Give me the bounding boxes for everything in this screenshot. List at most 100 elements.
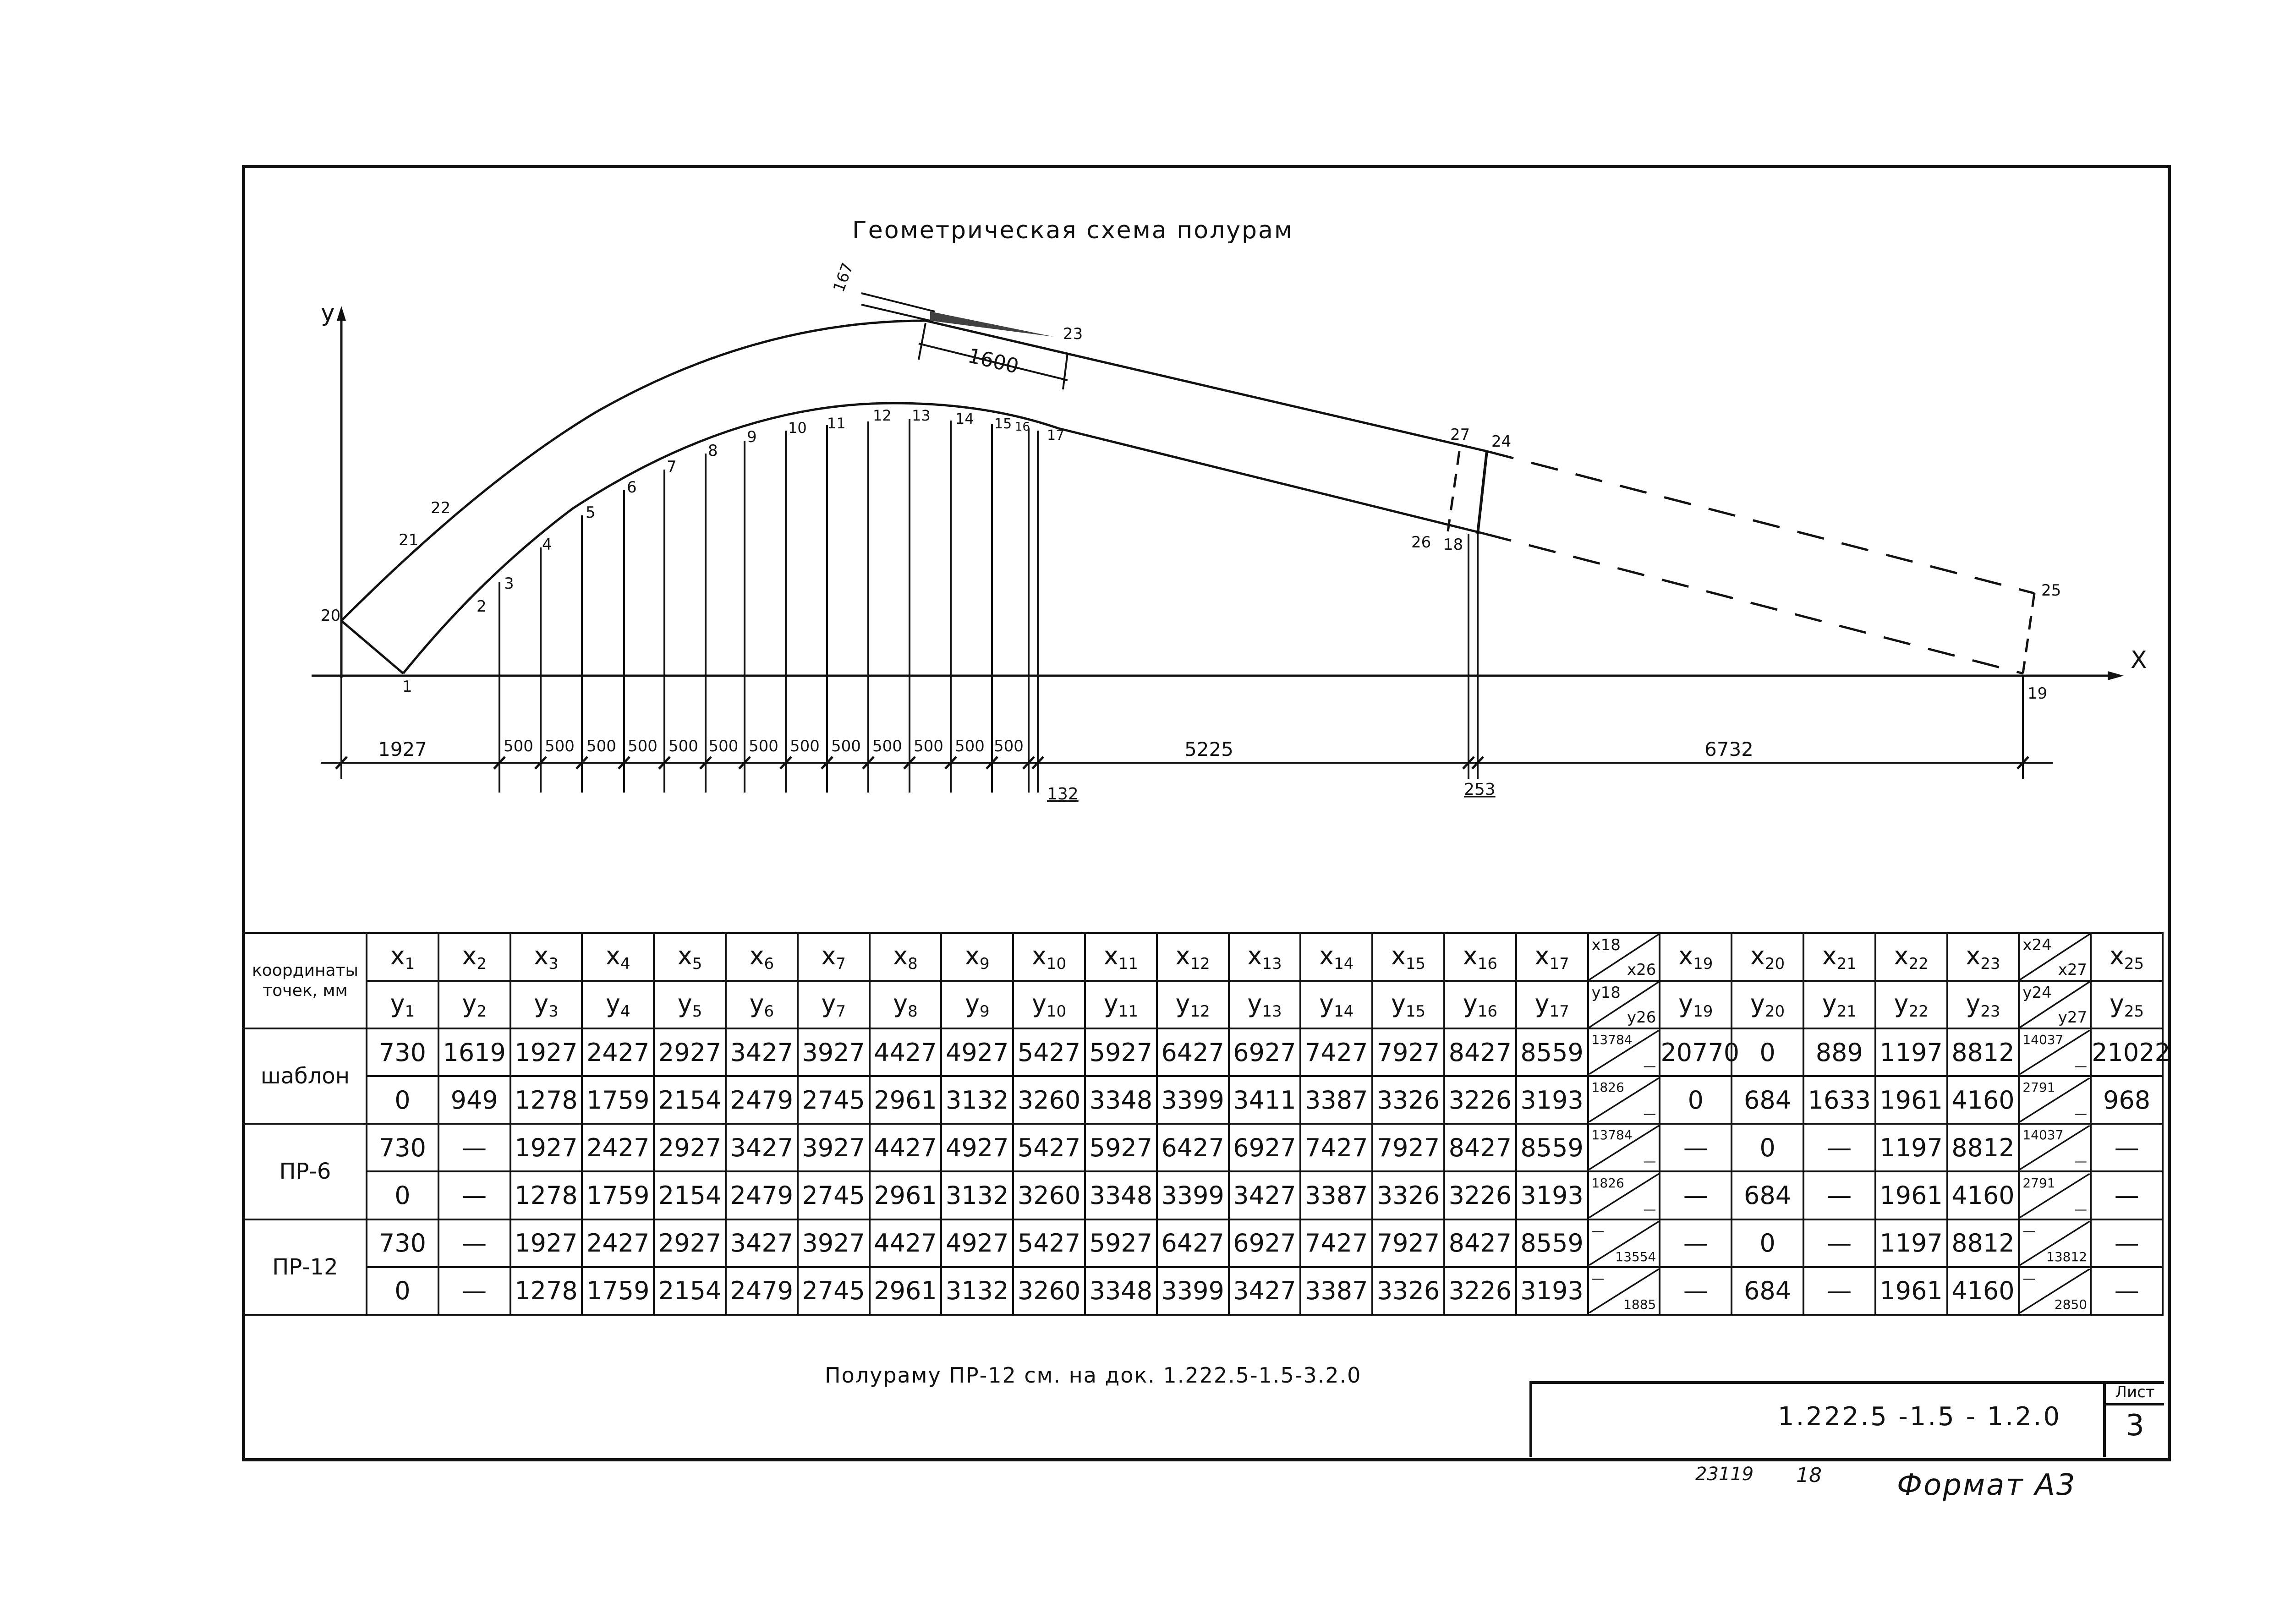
y-header-3: y3 [509, 980, 583, 1029]
dim-tick [335, 756, 348, 770]
dim-tick [903, 756, 916, 770]
cell-x21: — [1802, 1123, 1876, 1173]
cell-x15: 7927 [1371, 1027, 1445, 1077]
geometric-scheme: Геометрическая схема полурам y X 1 2 3 4… [312, 217, 2147, 804]
dim-5225: 5225 [1184, 738, 1233, 760]
cell-x7: 3927 [796, 1218, 871, 1268]
cell-x23: 8812 [1946, 1218, 2020, 1268]
cell-x12: 6427 [1156, 1218, 1230, 1268]
dim-500: 500 [709, 737, 739, 755]
cell-y14: 3387 [1299, 1170, 1374, 1220]
cell-x17: 8559 [1515, 1123, 1589, 1173]
cell-x11: 5927 [1084, 1218, 1158, 1268]
cell-x1: 730 [366, 1027, 439, 1077]
cell-x18: —13554 [1587, 1218, 1661, 1268]
cell-y23: 4160 [1946, 1266, 2020, 1316]
cell-x15: 7927 [1371, 1123, 1445, 1173]
cell-y16: 3226 [1443, 1170, 1517, 1220]
sheet-cell: Лист 3 [2103, 1381, 2164, 1457]
cell-y17: 3193 [1515, 1266, 1589, 1316]
point-10: 10 [788, 419, 807, 437]
x-header-21: x21 [1802, 932, 1876, 982]
cell-y25: — [2090, 1170, 2164, 1220]
cell-x13: 6927 [1227, 1218, 1302, 1268]
point-22: 22 [431, 499, 450, 517]
dim-167-line-a [861, 292, 935, 312]
y-header-6: y6 [724, 980, 799, 1029]
cell-x17: 8559 [1515, 1027, 1589, 1077]
cell-y24: 2791— [2018, 1170, 2092, 1220]
cell-x19: — [1659, 1123, 1733, 1173]
x-header-11: x11 [1084, 932, 1158, 982]
cell-y23: 4160 [1946, 1075, 2020, 1125]
x-header-4: x4 [581, 932, 655, 982]
cell-x5: 2927 [653, 1218, 727, 1268]
x-header-10: x10 [1012, 932, 1086, 982]
cell-x10: 5427 [1012, 1027, 1086, 1077]
y-header-22: y22 [1874, 980, 1948, 1029]
cell-y23: 4160 [1946, 1170, 2020, 1220]
cell-x13: 6927 [1227, 1027, 1302, 1077]
cell-y6: 2479 [724, 1170, 799, 1220]
cell-x9: 4927 [940, 1027, 1014, 1077]
cell-x16: 8427 [1443, 1218, 1517, 1268]
cell-y7: 2745 [796, 1075, 871, 1125]
cell-y15: 3326 [1371, 1075, 1445, 1125]
point-6: 6 [627, 478, 637, 497]
cell-x21: 889 [1802, 1027, 1876, 1077]
x-header-3: x3 [509, 932, 583, 982]
cell-x4: 2427 [581, 1218, 655, 1268]
row-label: ПР-6 [243, 1123, 367, 1220]
cell-x8: 4427 [868, 1123, 942, 1173]
dim-tick [534, 756, 547, 770]
dim-1600-line [918, 343, 1068, 381]
cell-y12: 3399 [1156, 1075, 1230, 1125]
cell-x19: 20770 [1659, 1027, 1739, 1077]
cell-y18: 1826— [1587, 1170, 1661, 1220]
dashed-top [1486, 450, 2035, 595]
dim-500: 500 [628, 737, 658, 755]
cell-y22: 1961 [1874, 1170, 1948, 1220]
cell-x14: 7427 [1299, 1218, 1374, 1268]
dim-500: 500 [790, 737, 820, 755]
cell-x17: 8559 [1515, 1218, 1589, 1268]
cell-x2: — [437, 1218, 511, 1268]
cell-y2: — [437, 1266, 511, 1316]
dim-tick [493, 756, 506, 770]
cell-y10: 3260 [1012, 1075, 1086, 1125]
x-header-1: x1 [366, 932, 439, 982]
point-16: 16 [1015, 420, 1030, 434]
point-4: 4 [542, 536, 552, 554]
point-5: 5 [586, 503, 596, 522]
cell-y4: 1759 [581, 1170, 655, 1220]
cell-y21: — [1802, 1266, 1876, 1316]
cell-x3: 1927 [509, 1027, 583, 1077]
y-header-7: y7 [796, 980, 871, 1029]
cell-x3: 1927 [509, 1123, 583, 1173]
cell-x12: 6427 [1156, 1123, 1230, 1173]
cell-y22: 1961 [1874, 1075, 1948, 1125]
x-header-19: x19 [1659, 932, 1733, 982]
cell-x19: — [1659, 1218, 1733, 1268]
point-8: 8 [708, 442, 718, 460]
dim-500: 500 [872, 737, 902, 755]
cell-y11: 3348 [1084, 1266, 1158, 1316]
cell-x9: 4927 [940, 1218, 1014, 1268]
cell-x14: 7427 [1299, 1027, 1374, 1077]
x-header-12: x12 [1156, 932, 1230, 982]
x-header-22: x22 [1874, 932, 1948, 982]
x-header-17: x17 [1515, 932, 1589, 982]
cell-y20: 684 [1731, 1266, 1804, 1316]
cell-x8: 4427 [868, 1027, 942, 1077]
point-9: 9 [747, 428, 757, 446]
cell-y21: 1633 [1802, 1075, 1876, 1125]
dim-tick [1022, 756, 1035, 770]
cell-y2: — [437, 1170, 511, 1220]
dim-tick [575, 756, 588, 770]
cell-x1: 730 [366, 1218, 439, 1268]
